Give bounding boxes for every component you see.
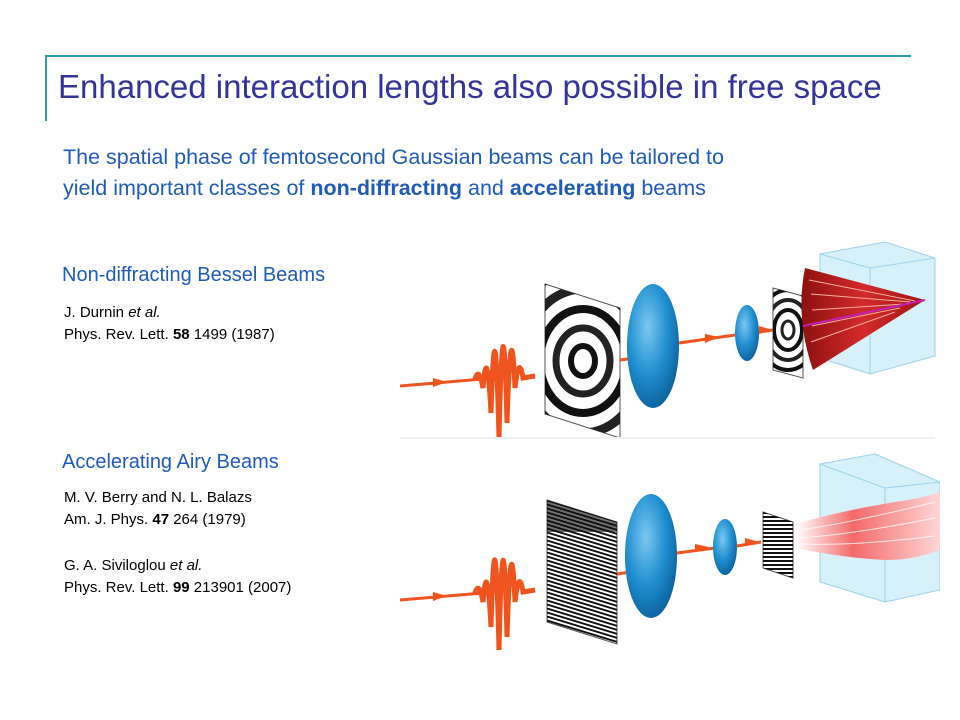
reference-line: Am. J. Phys. 47 264 (1979) — [64, 509, 252, 531]
slide-title: Enhanced interaction lengths also possib… — [58, 68, 882, 105]
intro-text: beams — [635, 176, 706, 200]
intro-text: yield important classes of — [63, 176, 311, 200]
beam-arrow-icon — [433, 378, 447, 387]
intro-line-2: yield important classes of non-diffracti… — [63, 173, 913, 204]
phase-mask-icon — [762, 511, 794, 579]
reference-line: Phys. Rev. Lett. 58 1499 (1987) — [64, 324, 275, 346]
airy-heading: Accelerating Airy Beams — [62, 451, 279, 473]
intro-text: and — [462, 176, 510, 200]
ref-pages-year: 264 (1979) — [169, 511, 246, 528]
pulse-icon — [472, 344, 536, 439]
ref-etal: et al. — [128, 304, 161, 321]
intro-bold-accelerating: accelerating — [509, 176, 636, 200]
bessel-cone-icon — [801, 268, 926, 370]
intro-paragraph: The spatial phase of femtosecond Gaussia… — [63, 142, 913, 204]
reference-line: Phys. Rev. Lett. 99 213901 (2007) — [64, 577, 291, 599]
bessel-reference: J. Durnin et al. Phys. Rev. Lett. 58 149… — [64, 302, 275, 346]
intro-bold-non-diffracting: non-diffracting — [310, 176, 463, 200]
ref-volume: 47 — [152, 511, 170, 528]
phase-mask-icon — [546, 499, 618, 645]
ref-volume: 58 — [172, 326, 190, 343]
ref-pages-year: 213901 (2007) — [189, 579, 292, 596]
beam-arrow-icon — [433, 592, 447, 601]
ref-journal: Am. J. Phys. — [64, 511, 153, 528]
pulse-icon — [472, 557, 536, 651]
airy-beam-illustration — [399, 453, 940, 651]
reference-line: J. Durnin et al. — [64, 302, 275, 324]
lens-icon — [735, 305, 759, 361]
ref-journal: Phys. Rev. Lett. — [64, 579, 173, 596]
airy-reference-2: G. A. Siviloglou et al. Phys. Rev. Lett.… — [64, 555, 291, 599]
reference-line: G. A. Siviloglou et al. — [64, 555, 291, 577]
ref-journal: Phys. Rev. Lett. — [64, 326, 173, 343]
bessel-beam-illustration — [399, 241, 936, 439]
ref-pages-year: 1499 (1987) — [189, 326, 275, 343]
airy-reference-1: M. V. Berry and N. L. Balazs Am. J. Phys… — [64, 487, 252, 531]
lens-icon — [713, 519, 737, 575]
lens-icon — [627, 284, 679, 408]
lens-icon — [625, 494, 677, 618]
ref-volume: 99 — [172, 579, 190, 596]
reference-line: M. V. Berry and N. L. Balazs — [64, 489, 252, 506]
frame-left-line — [45, 55, 47, 121]
ref-etal: et al. — [169, 557, 203, 574]
bessel-heading: Non-diffracting Bessel Beams — [62, 264, 326, 286]
ref-authors: G. A. Siviloglou — [64, 557, 170, 574]
intro-line-1: The spatial phase of femtosecond Gaussia… — [63, 145, 724, 169]
ref-authors: J. Durnin — [64, 304, 129, 321]
airy-sheet-icon — [795, 492, 940, 560]
frame-top-line — [45, 55, 911, 57]
